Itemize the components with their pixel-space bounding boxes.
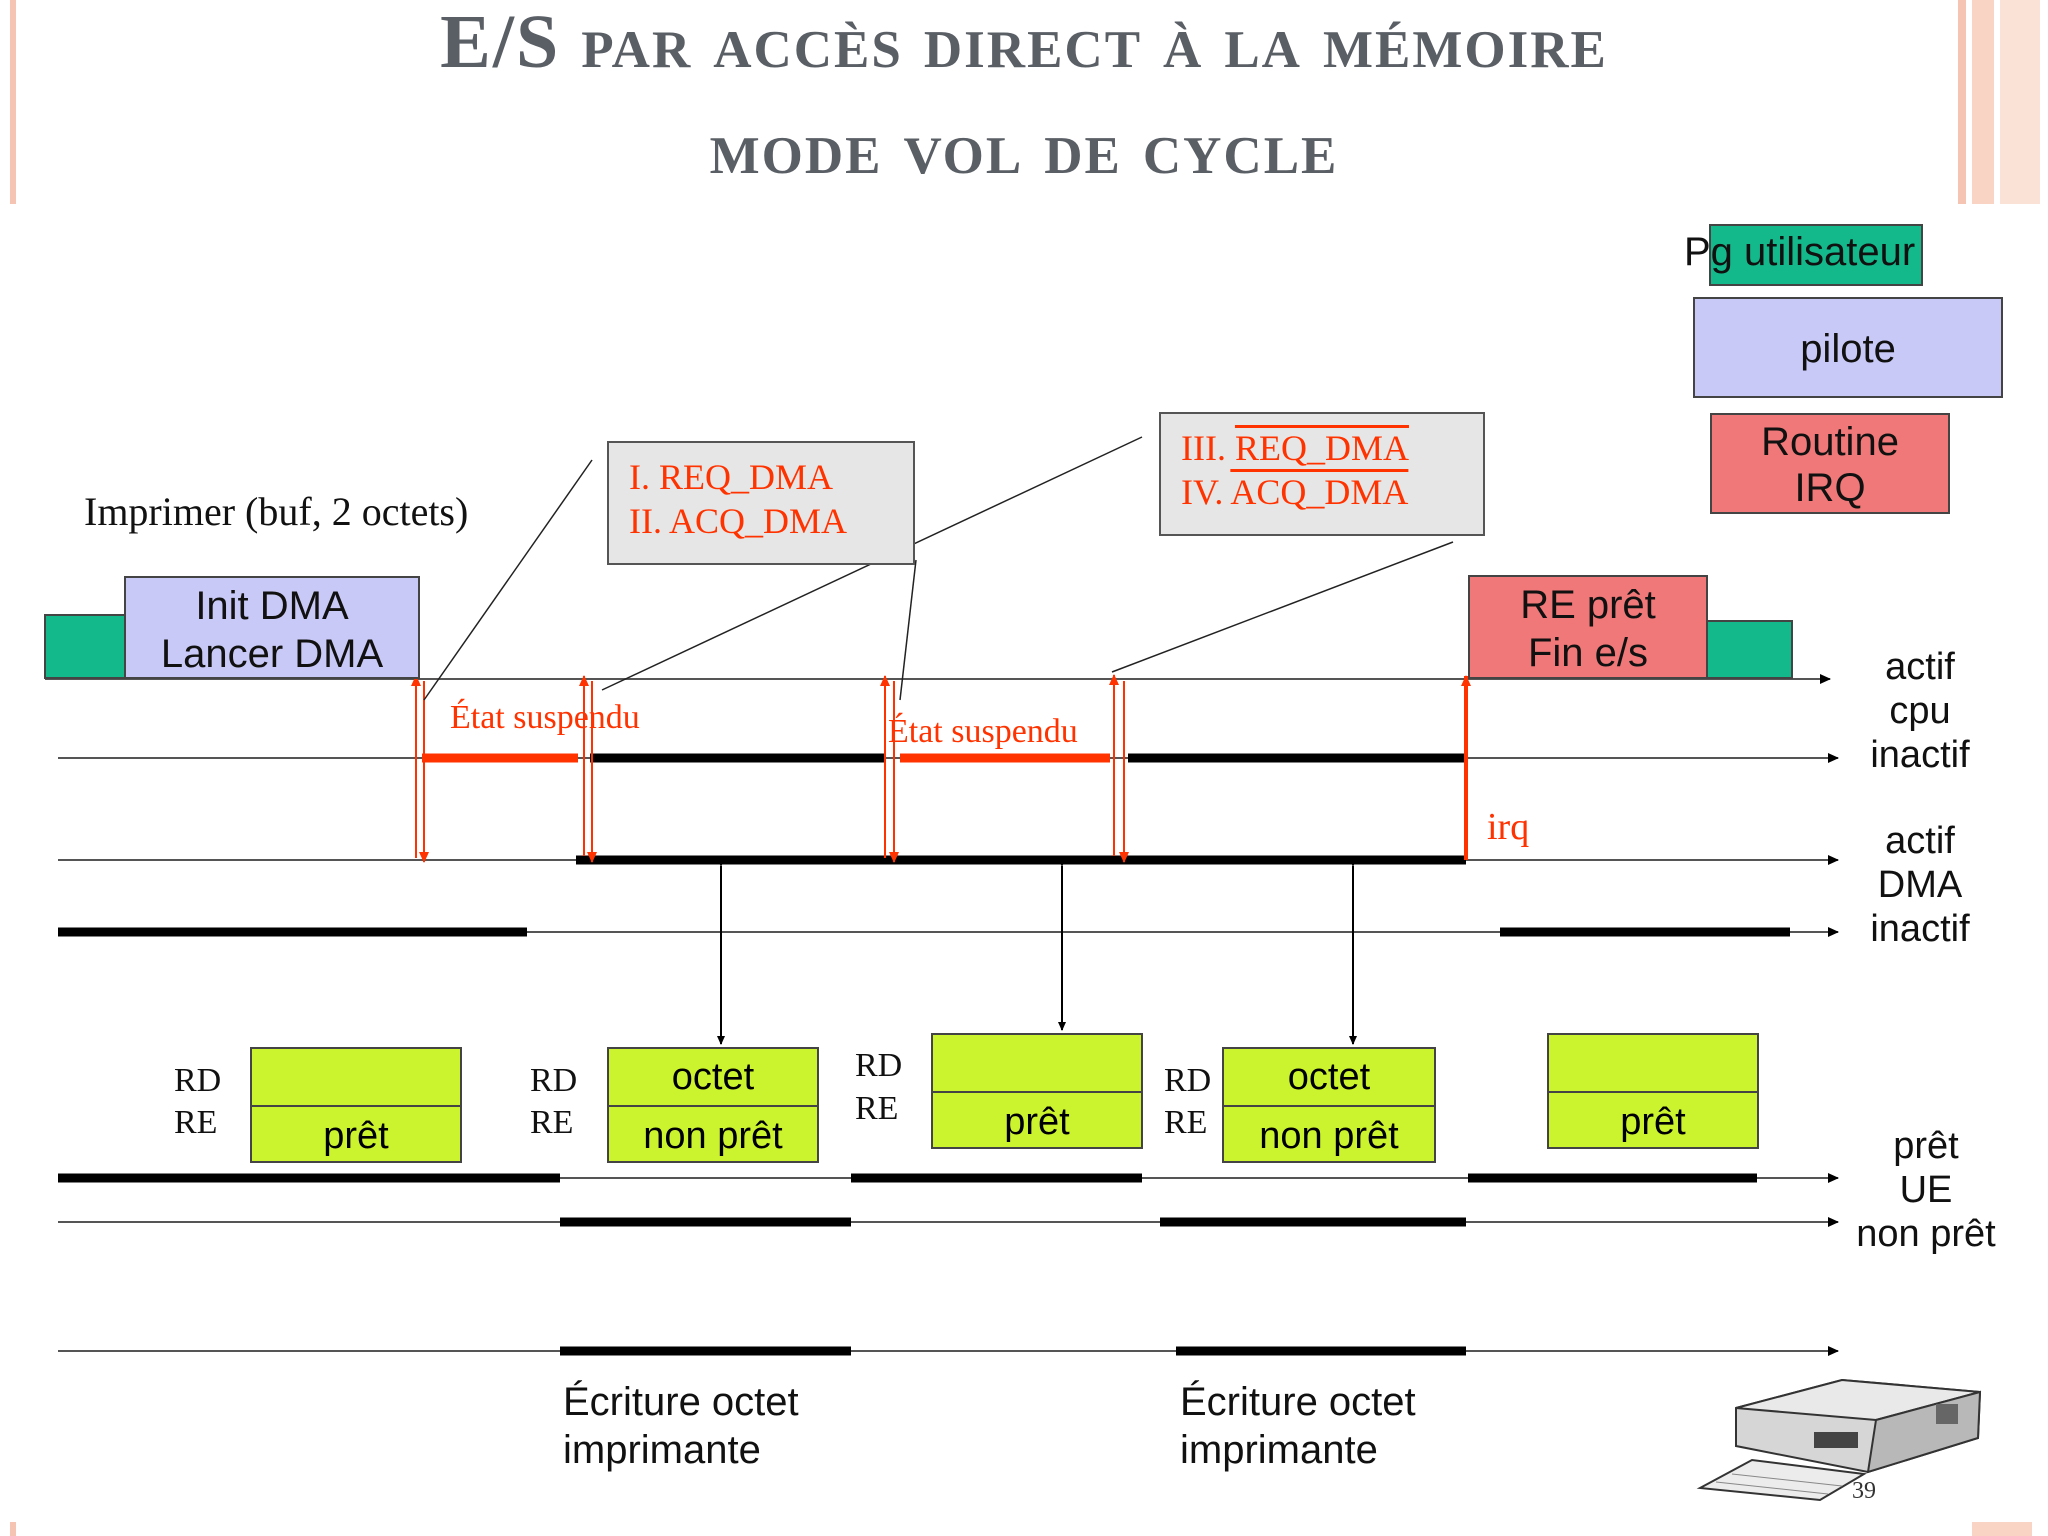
register-2-re-label: RE — [530, 1104, 574, 1141]
dma-axis-labels: actif DMA inactif — [1840, 819, 2000, 951]
register-2-rd-label: RD — [530, 1062, 578, 1099]
register-1-top — [252, 1049, 460, 1107]
cpu-inactive-label: inactif — [1870, 734, 1970, 776]
callout2-pointer-b — [1111, 541, 1454, 673]
right-deco-stripe-c — [2000, 0, 2040, 204]
callout1-line2: II. ACQ_DMA — [629, 501, 848, 541]
dma-name-label: DMA — [1877, 864, 1963, 906]
cpu-active-label: actif — [1885, 646, 1955, 688]
re-ready-line2: Fin e/s — [1527, 631, 1649, 675]
callout1-line1: I. REQ_DMA — [629, 457, 833, 497]
init-dma-block: Init DMA Lancer DMA — [124, 576, 420, 679]
legend-user-program-label: Pg utilisateur — [1684, 230, 1916, 274]
callout1-pointer-a — [423, 459, 593, 701]
register-3-rd-label: RD — [855, 1047, 903, 1084]
re-ready-block: RE prêt Fin e/s — [1468, 575, 1708, 679]
register-3-re-label: RE — [855, 1090, 899, 1127]
dma-inactive-label: inactif — [1870, 908, 1970, 950]
register-1-re-label: RE — [174, 1104, 218, 1141]
printer-write-label-1: Écriture octet imprimante — [563, 1378, 799, 1474]
init-dma-line1: Init DMA — [195, 584, 349, 628]
printer-write-2-line1: Écriture octet — [1180, 1380, 1416, 1424]
register-1-rd-label: RD — [174, 1062, 222, 1099]
legend-irq-routine: Routine IRQ — [1710, 413, 1950, 514]
right-deco-stripe-b — [1972, 0, 1994, 204]
register-4: octet non prêt — [1222, 1047, 1436, 1163]
dma-active-label: actif — [1885, 820, 1955, 862]
irq-label: irq — [1487, 806, 1530, 848]
signal-pair-1 — [411, 675, 429, 863]
left-deco-stripe-bottom — [10, 1522, 16, 1536]
register-3: prêt — [931, 1033, 1143, 1149]
cpu-axis-labels: actif cpu inactif — [1840, 645, 2000, 777]
printer-illustration — [1696, 1378, 1982, 1502]
register-3-top — [933, 1035, 1141, 1093]
callout2-line2-prefix: IV. — [1181, 472, 1231, 512]
signal-pair-4 — [1109, 674, 1129, 863]
re-ready-line1: RE prêt — [1520, 583, 1656, 627]
callout2-line1-prefix: III. — [1181, 428, 1235, 468]
slide-title-line2: mode vol de cycle — [709, 106, 1339, 190]
printer-write-label-2: Écriture octet imprimante — [1180, 1378, 1416, 1474]
register-4-rd-label: RD — [1164, 1062, 1212, 1099]
right-deco-stripe-a — [1958, 0, 1966, 204]
register-3-bottom: prêt — [1004, 1101, 1070, 1143]
printer-write-1-line2: imprimante — [563, 1428, 761, 1472]
register-4-top: octet — [1224, 1049, 1434, 1107]
slide-title-line1: E/S par accès direct à la mémoire — [440, 0, 1608, 84]
register-1: prêt — [250, 1047, 462, 1163]
register-5-bottom: prêt — [1620, 1101, 1686, 1143]
callout1-pointer-b — [899, 559, 917, 701]
signal-pair-3 — [880, 675, 899, 863]
callout2-line2-signal: ACQ_DMA — [1230, 472, 1409, 512]
cpu-name-label: cpu — [1889, 690, 1951, 732]
user-program-block-1 — [44, 614, 126, 679]
callout2-line1-signal: REQ_DMA — [1234, 428, 1409, 468]
ue-not-ready-label: non prêt — [1856, 1213, 1996, 1255]
ue-ready-label: prêt — [1893, 1125, 1959, 1167]
register-5-top — [1549, 1035, 1757, 1093]
page-number: 39 — [1852, 1478, 1876, 1504]
ue-axis-labels: prêt UE non prêt — [1826, 1124, 2026, 1256]
legend-driver-label: pilote — [1800, 327, 1896, 371]
dma-request-callout-1: I. REQ_DMA II. ACQ_DMA — [607, 441, 915, 565]
register-2: octet non prêt — [607, 1047, 819, 1163]
printer-write-2-line2: imprimante — [1180, 1428, 1378, 1472]
suspended-label-1: État suspendu — [450, 699, 640, 736]
suspended-label-2: État suspendu — [888, 713, 1078, 750]
register-2-bottom: non prêt — [643, 1115, 783, 1157]
print-call-label: Imprimer (buf, 2 octets) — [84, 489, 469, 534]
legend-driver: pilote — [1693, 297, 2003, 398]
legend-irq-routine-line2: IRQ — [1794, 466, 1866, 510]
callout2-line2: IV. ACQ_DMA — [1181, 470, 1483, 514]
printer-write-1-line1: Écriture octet — [563, 1380, 799, 1424]
register-4-re-label: RE — [1164, 1104, 1208, 1141]
ue-name-label: UE — [1899, 1169, 1953, 1211]
init-dma-line2: Lancer DMA — [160, 632, 384, 676]
register-4-bottom: non prêt — [1259, 1115, 1399, 1157]
legend-irq-routine-line1: Routine — [1761, 420, 1899, 464]
register-1-bottom: prêt — [323, 1115, 389, 1157]
callout2-line1: III. REQ_DMA — [1181, 426, 1483, 470]
left-deco-stripe — [10, 0, 16, 204]
legend-user-program-swatch — [1709, 224, 1923, 286]
signal-pair-2 — [579, 675, 597, 863]
right-deco-stripe-bottom — [1972, 1522, 2032, 1536]
dma-request-callout-2: III. REQ_DMA IV. ACQ_DMA — [1159, 412, 1485, 536]
register-2-top: octet — [609, 1049, 817, 1107]
register-5: prêt — [1547, 1033, 1759, 1149]
user-program-block-2 — [1706, 620, 1793, 679]
